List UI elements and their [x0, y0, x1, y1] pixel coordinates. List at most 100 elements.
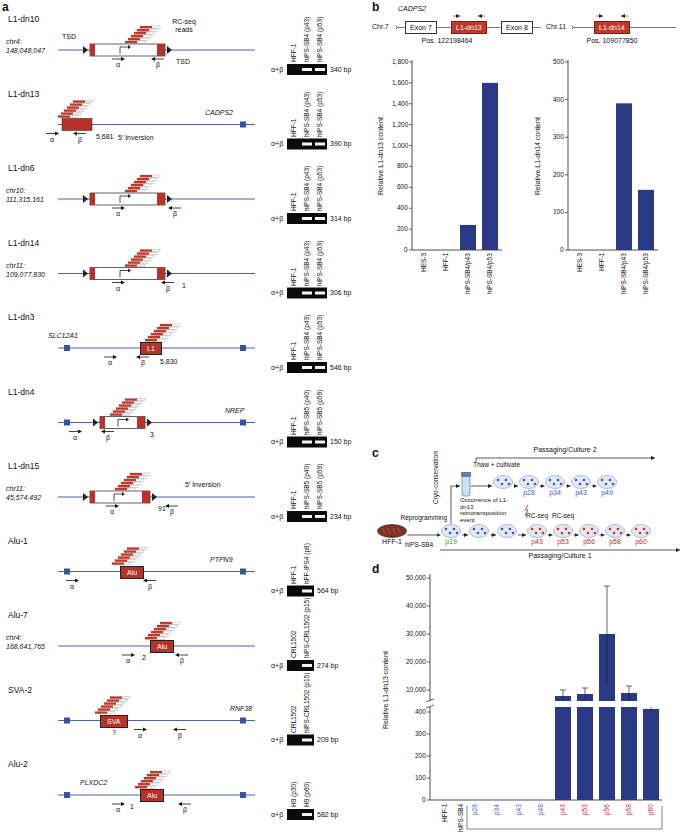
- label-text: Chr.7: [372, 23, 389, 31]
- label-text: β: [183, 806, 187, 814]
- label-text: α+β: [271, 364, 283, 372]
- promoter-arrow: [118, 420, 126, 427]
- cell-drawing: [527, 524, 547, 538]
- rc-seq-read: [121, 482, 133, 484]
- label-text: 600: [397, 183, 408, 191]
- rc-seq-read: [61, 113, 73, 115]
- label-text: β: [106, 434, 110, 442]
- primer-arrow: [66, 580, 76, 581]
- rc-seq-read: [137, 29, 157, 31]
- gel-image: [287, 288, 327, 299]
- nucleus-dot: [501, 483, 504, 486]
- cell-node: p56: [579, 524, 599, 546]
- label-text: β: [170, 508, 174, 516]
- tick: [427, 578, 430, 579]
- insertion-box: L1-dn14: [594, 21, 630, 34]
- tsd-mark: [83, 46, 88, 54]
- nucleus-dot: [620, 532, 623, 535]
- primer-arrow: [173, 728, 177, 732]
- primer-arrow: [104, 431, 114, 432]
- label-text: p58: [625, 804, 633, 815]
- primer-arrow: [136, 355, 140, 359]
- rc-seq-read: [125, 265, 145, 267]
- cell-label: p60: [631, 538, 651, 546]
- process-arrow: [490, 535, 496, 536]
- rc-seq-read: [113, 411, 133, 413]
- rc-seq-read: [127, 476, 139, 478]
- label-text: p56: [603, 804, 611, 815]
- cell-label: p58: [605, 538, 625, 546]
- rc-seq-read: [145, 637, 157, 639]
- primer-arrow: [73, 132, 77, 136]
- stem-cell: [470, 525, 489, 538]
- label-text: 390 bp: [330, 140, 351, 148]
- l1-utr: [90, 268, 95, 280]
- cell-node: p43: [571, 475, 591, 497]
- retrotransposon-box: Alu: [140, 789, 164, 802]
- rc-seq-read: [101, 706, 113, 708]
- label-text: β: [156, 61, 160, 69]
- rc-seq-read: [107, 700, 119, 702]
- rc-seq-read: [137, 29, 149, 31]
- label-text: 564 bp: [317, 587, 338, 595]
- tick: [427, 634, 430, 635]
- label-text: 2: [142, 654, 146, 662]
- tick: [427, 800, 430, 801]
- process-arrow: [451, 486, 460, 524]
- stem-cell: [632, 525, 651, 538]
- tick: [565, 62, 568, 63]
- gel-band: [302, 292, 312, 295]
- rc-seq-read: [145, 339, 157, 341]
- tick: [409, 166, 412, 167]
- rc-seq-read: [125, 399, 145, 401]
- exon-block: [240, 718, 246, 724]
- tick: [427, 734, 430, 735]
- nucleus-dot: [557, 479, 560, 482]
- primer-arrow: [161, 281, 165, 285]
- label-text: 5,830: [160, 358, 178, 366]
- label-text: α: [70, 583, 74, 591]
- timeline-bracket: [440, 550, 680, 551]
- rc-seq-read: [107, 700, 127, 702]
- label-text: 200: [415, 752, 426, 760]
- label-text: 148,048,047: [6, 47, 45, 55]
- rc-seq-read: [140, 26, 160, 28]
- cell-node: HFF-1: [377, 524, 407, 546]
- gel-band: [302, 590, 312, 593]
- nucleus-dot: [534, 483, 537, 486]
- l1-utr: [137, 417, 145, 429]
- label-text: Cryo-conservation: [432, 451, 440, 504]
- label-text: hiPS-SB4 (p53): [316, 166, 324, 211]
- promoter-arrow: [120, 271, 128, 278]
- l1-utr: [90, 193, 95, 205]
- rc-seq-read: [124, 551, 144, 553]
- primer-arrow: [131, 653, 135, 657]
- node-text: Alu: [127, 567, 137, 578]
- label-text: ?: [112, 729, 116, 737]
- cell-label: p43: [527, 538, 547, 546]
- rc-seq-read: [140, 175, 160, 177]
- cell-label: p34: [545, 489, 565, 497]
- rc-seq-read: [58, 116, 70, 118]
- rc-seq-read: [104, 703, 124, 705]
- y-axis: [430, 574, 431, 800]
- gel-band: [302, 515, 312, 518]
- cell-drawing: [605, 524, 625, 538]
- primer-arrow: [112, 282, 122, 283]
- rc-seq-read: [118, 485, 130, 487]
- cell-node: p34: [545, 475, 565, 497]
- primer-arrow: [46, 133, 56, 134]
- label-text: HFF-1: [598, 253, 606, 271]
- rc-seq-read: [124, 551, 136, 553]
- promoter-arrow: [122, 492, 125, 496]
- label-text: hiPS-SB5 (p59): [316, 389, 324, 434]
- primer-arrow: [75, 579, 79, 583]
- nucleus-dot: [575, 479, 578, 482]
- gel-image: [287, 735, 314, 746]
- nucleus-dot: [477, 532, 480, 535]
- label-text: L1-dn14: [8, 238, 39, 248]
- nucleus-dot: [539, 528, 542, 531]
- rc-seq-read: [58, 116, 78, 118]
- rc-seq-read: [64, 110, 76, 112]
- rc-seq-read: [154, 628, 174, 630]
